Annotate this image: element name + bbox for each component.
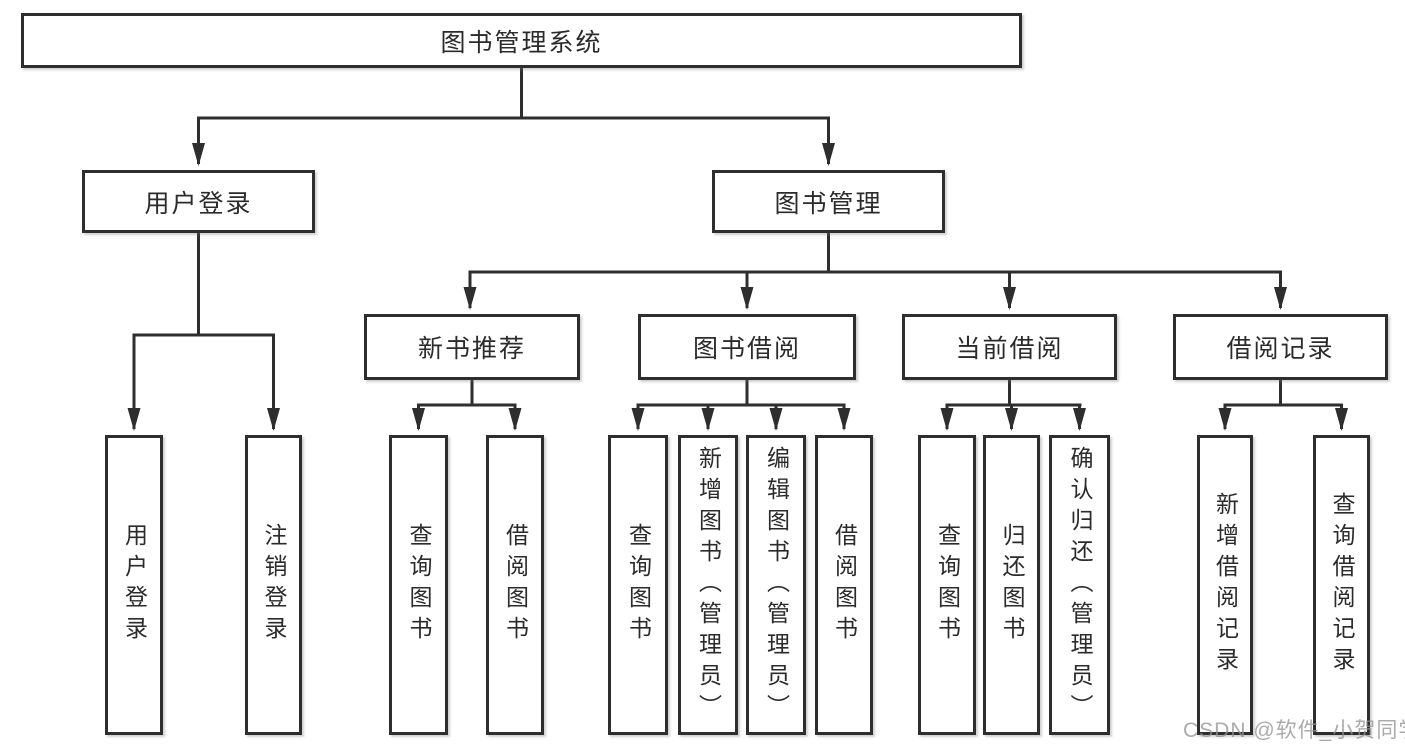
leaf-records-query-record-label: 查询借阅记录 [1329,492,1355,678]
leaf-logout: 注销登录 [245,435,302,735]
node-book-management: 图书管理 [712,170,945,233]
leaf-records-add-record: 新增借阅记录 [1197,435,1253,735]
node-book-borrow: 图书借阅 [638,314,856,380]
leaf-records-add-record-label: 新增借阅记录 [1212,492,1239,678]
leaf-borrow-query-books: 查询图书 [608,435,668,735]
leaf-borrow-add-books-admin: 新增图书（管理员） [678,435,738,735]
node-borrow-records-label: 借阅记录 [1226,335,1335,363]
node-current-borrow: 当前借阅 [902,314,1117,380]
node-borrow-records: 借阅记录 [1173,314,1388,380]
leaf-current-query-books-label: 查询图书 [934,523,961,647]
node-book-borrow-label: 图书借阅 [692,335,801,363]
leaf-current-confirm-return-admin-label: 确认归还（管理员） [1067,445,1093,725]
leaf-borrow-edit-books-admin: 编辑图书（管理员） [746,435,806,735]
leaf-borrow-add-books-admin-label: 新增图书（管理员） [695,445,722,725]
leaf-current-query-books: 查询图书 [918,435,976,735]
leaf-borrow-query-books-label: 查询图书 [625,523,652,647]
leaf-current-return-books: 归还图书 [983,435,1040,735]
leaf-recommend-borrow-books-label: 借阅图书 [502,523,529,647]
leaf-recommend-query-books: 查询图书 [389,435,448,735]
node-user-login: 用户登录 [82,170,315,233]
leaf-borrow-edit-books-admin-label: 编辑图书（管理员） [763,445,790,725]
leaf-records-query-record: 查询借阅记录 [1313,435,1370,735]
node-root: 图书管理系统 [21,13,1022,68]
leaf-current-return-books-label: 归还图书 [999,523,1025,647]
leaf-current-confirm-return-admin: 确认归还（管理员） [1049,435,1110,735]
leaf-borrow-borrow-books-label: 借阅图书 [831,523,858,647]
csdn-watermark: CSDN @软件_小贺同学 [1183,719,1405,742]
node-book-management-label: 图书管理 [774,189,883,218]
node-new-book-recommend-label: 新书推荐 [417,335,526,363]
node-new-book-recommend: 新书推荐 [364,314,580,380]
leaf-recommend-borrow-books: 借阅图书 [486,435,544,735]
leaf-user-login: 用户登录 [105,435,163,735]
node-user-login-label: 用户登录 [144,189,253,218]
leaf-borrow-borrow-books: 借阅图书 [815,435,873,735]
leaf-logout-label: 注销登录 [261,523,287,647]
node-current-borrow-label: 当前借阅 [955,335,1064,363]
leaf-recommend-query-books-label: 查询图书 [406,523,432,647]
node-root-label: 图书管理系统 [440,28,603,57]
leaf-user-login-label: 用户登录 [121,523,148,647]
